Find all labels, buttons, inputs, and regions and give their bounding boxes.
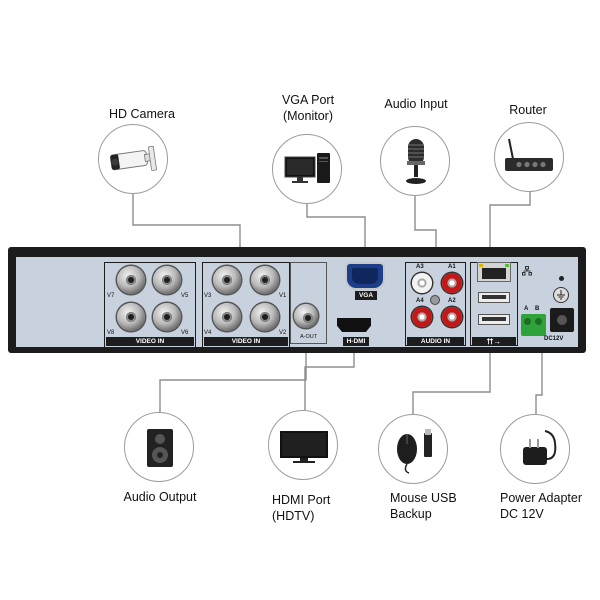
rca-port-a4[interactable] xyxy=(412,307,432,327)
audio-input-label: Audio Input xyxy=(384,97,448,111)
port-label-v2: V2 xyxy=(279,330,287,336)
port-label-v8: V8 xyxy=(107,330,115,336)
video-in-label-2: VIDEO IN xyxy=(204,337,288,346)
terminal-block[interactable] xyxy=(521,314,546,336)
audio-output-circle xyxy=(124,412,194,482)
hdmi-port-label-line1: HDMI Port xyxy=(272,493,331,507)
power-adapter-circle xyxy=(500,414,570,484)
video-in-group-1 xyxy=(104,262,196,348)
line-router xyxy=(489,190,531,262)
mouse-usb-icon xyxy=(397,429,432,474)
video-in-label-1: VIDEO IN xyxy=(106,337,194,346)
audio-label-a4: A4 xyxy=(416,298,424,304)
terminal-label-a: A xyxy=(524,306,529,312)
usb-symbol-icon: ⮅→ xyxy=(472,337,516,346)
audio-out-group xyxy=(290,262,327,344)
port-label-v4: V4 xyxy=(204,330,212,336)
hd-camera-circle xyxy=(98,124,168,194)
hdmi-port-label-line2: (HDTV) xyxy=(272,509,315,523)
port-label-v7: V7 xyxy=(107,293,115,299)
vga-port-label-line2: (Monitor) xyxy=(282,109,333,123)
usb-port-1[interactable] xyxy=(478,292,510,303)
video-in-group-2 xyxy=(202,262,290,348)
audio-input-circle xyxy=(380,126,450,196)
line-audio-input xyxy=(414,196,437,262)
dc-power-jack[interactable] xyxy=(550,308,574,332)
audio-label-a2: A2 xyxy=(448,298,456,304)
a-out-label: A-OUT xyxy=(300,334,318,340)
hdmi-port-label: HDMI Port (HDTV) xyxy=(272,492,330,524)
hdmi-port[interactable] xyxy=(337,318,371,332)
vga-monitor-circle xyxy=(272,134,342,204)
line-audio-output xyxy=(159,330,307,412)
power-adapter-label-line1: Power Adapter xyxy=(500,491,582,505)
ground-terminal-icon xyxy=(554,288,568,302)
terminal-label-b: B xyxy=(535,306,540,312)
vga-label: VGA xyxy=(355,291,377,300)
router-icon xyxy=(505,138,553,171)
vga-port[interactable] xyxy=(347,264,383,288)
bnc-connector-v5[interactable] xyxy=(153,266,181,294)
line-power xyxy=(535,338,543,414)
dc12v-label: DC12V xyxy=(544,336,564,342)
power-adapter-label-line2: DC 12V xyxy=(500,507,544,521)
hdmi-label: H-DMI xyxy=(343,337,369,346)
line-hdmi xyxy=(304,350,355,410)
microphone-icon xyxy=(406,139,426,184)
mouse-usb-label-line1: Mouse USB xyxy=(390,491,457,505)
bnc-connector-v7[interactable] xyxy=(117,266,145,294)
rca-port-a2[interactable] xyxy=(442,307,462,327)
bnc-connector-v8[interactable] xyxy=(117,303,145,331)
mouse-usb-label-line2: Backup xyxy=(390,507,432,521)
power-adapter-label: Power Adapter DC 12V xyxy=(500,490,582,522)
power-adapter-icon xyxy=(523,430,557,465)
mouse-usb-circle xyxy=(378,414,448,484)
speaker-icon xyxy=(147,429,173,467)
router-circle xyxy=(494,122,564,192)
bnc-connector-v4[interactable] xyxy=(213,303,241,331)
bnc-connector-v1[interactable] xyxy=(251,266,279,294)
port-label-v3: V3 xyxy=(204,293,212,299)
audio-label-a3: A3 xyxy=(416,264,424,270)
power-led-hole xyxy=(559,276,564,281)
ethernet-port[interactable] xyxy=(477,262,511,282)
port-label-v6: V6 xyxy=(181,330,189,336)
audio-label-a1: A1 xyxy=(448,264,456,270)
hd-camera-label: HD Camera xyxy=(109,107,175,121)
audio-in-label: AUDIO IN xyxy=(407,337,464,346)
tv-icon xyxy=(280,431,328,463)
hdmi-tv-circle xyxy=(268,410,338,480)
vga-port-label: VGA Port (Monitor) xyxy=(268,92,348,124)
vga-port-label-line1: VGA Port xyxy=(281,93,335,107)
line-vga xyxy=(306,203,366,262)
network-symbol-icon xyxy=(522,266,532,276)
bullet-camera-icon xyxy=(109,145,157,171)
mouse-usb-label: Mouse USB Backup xyxy=(390,490,457,522)
bnc-connector-audio-out[interactable] xyxy=(294,304,318,328)
rca-port-a1[interactable] xyxy=(442,273,462,293)
rca-port-a3[interactable] xyxy=(412,273,432,293)
screw-icon xyxy=(431,296,439,304)
port-label-v5: V5 xyxy=(181,293,189,299)
line-usb xyxy=(412,338,491,414)
bnc-connector-v3[interactable] xyxy=(213,266,241,294)
port-label-v1: V1 xyxy=(279,293,287,299)
pc-monitor-icon xyxy=(284,153,330,183)
usb-port-2[interactable] xyxy=(478,314,510,325)
bnc-connector-v2[interactable] xyxy=(251,303,279,331)
audio-output-label: Audio Output xyxy=(123,490,197,504)
bnc-connector-v6[interactable] xyxy=(153,303,181,331)
router-label: Router xyxy=(509,103,547,117)
